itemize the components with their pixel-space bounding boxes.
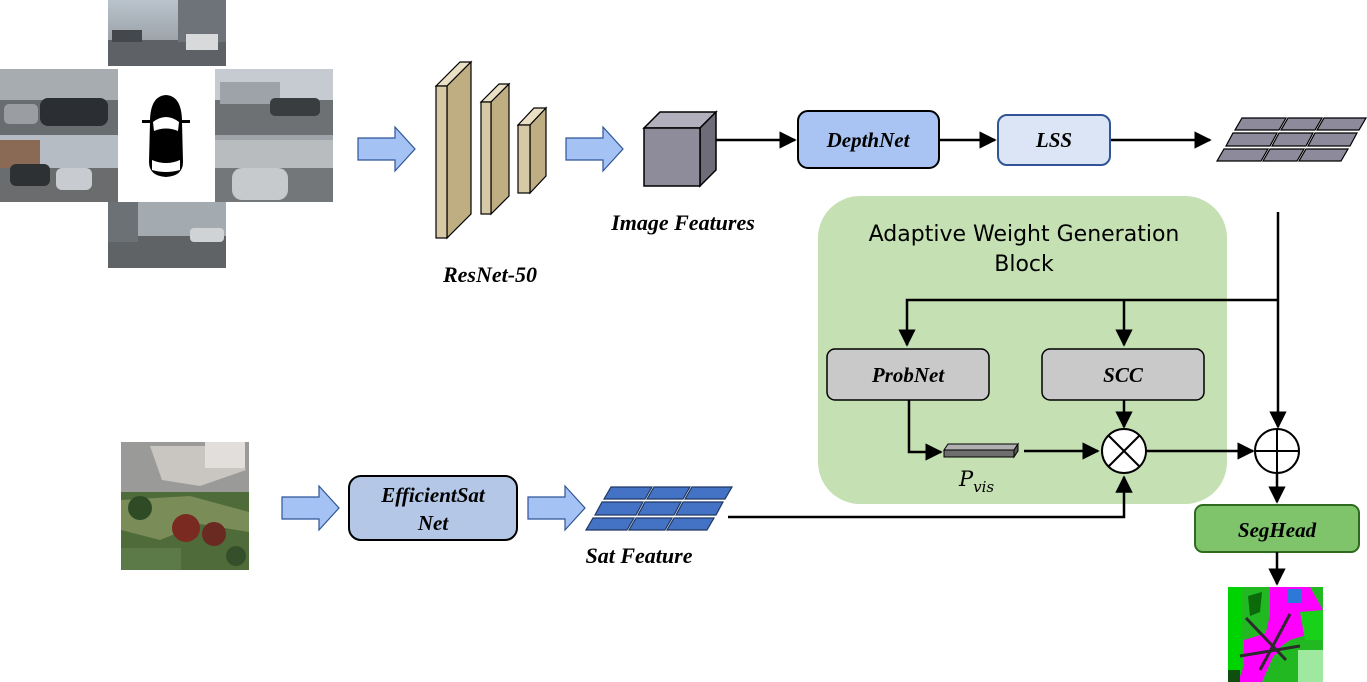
camera-front [108, 0, 226, 66]
block-arrow-icon [281, 484, 340, 532]
seghead-box: SegHead [1194, 504, 1360, 553]
camera-back-left [0, 135, 118, 202]
block-arrow-icon [357, 125, 416, 173]
probnet-to-pvis-arrow [907, 400, 943, 461]
multiply-operator-icon [1101, 428, 1147, 474]
satellite-image [121, 442, 249, 570]
sat-feature-label: Sat Feature [586, 543, 693, 568]
segmentation-output-map [1228, 587, 1323, 682]
image-features-label: Image Features [610, 210, 755, 235]
sat-feature-to-multiply-arrow [728, 475, 1133, 519]
branch-to-probnet [898, 298, 1278, 347]
car-top-view-icon [142, 95, 190, 177]
awgb-title-line1: Adaptive Weight Generation [869, 222, 1180, 247]
feature-cube-icon [642, 110, 718, 188]
probnet-label: ProbNet [871, 363, 945, 387]
scc-box: SCC [1041, 348, 1205, 401]
camera-back-right [215, 135, 333, 202]
probnet-box: ProbNet [826, 348, 990, 401]
camera-back [108, 202, 226, 268]
pvis-map-icon [943, 442, 1019, 459]
sat-feature-grid [584, 486, 734, 531]
scc-label: SCC [1103, 363, 1144, 387]
block-arrow-icon [527, 484, 586, 532]
pvis-main: P [958, 467, 974, 491]
add-operator-icon [1254, 428, 1300, 474]
efficientsat-net-box: EfficientSat Net [348, 475, 518, 541]
lss-box: LSS [997, 114, 1111, 166]
bev-feature-grid [1215, 117, 1367, 162]
camera-front-left [0, 69, 118, 135]
depthnet-label: DepthNet [826, 128, 911, 152]
resnet-label: ResNet-50 [442, 262, 537, 287]
depthnet-box: DepthNet [797, 110, 940, 169]
camera-images [0, 0, 333, 268]
block-arrow-icon [565, 125, 624, 173]
awgb-title-line2: Block [994, 252, 1054, 277]
seghead-label: SegHead [1238, 518, 1317, 542]
lss-label: LSS [1035, 128, 1072, 152]
pvis-sub: vis [973, 478, 994, 496]
pvis-label: Pvis [958, 467, 994, 496]
resnet-layers [434, 60, 548, 240]
efficientsat-label-line2: Net [417, 511, 449, 535]
efficientsat-label-line1: EfficientSat [380, 483, 486, 507]
camera-front-right [215, 69, 333, 135]
